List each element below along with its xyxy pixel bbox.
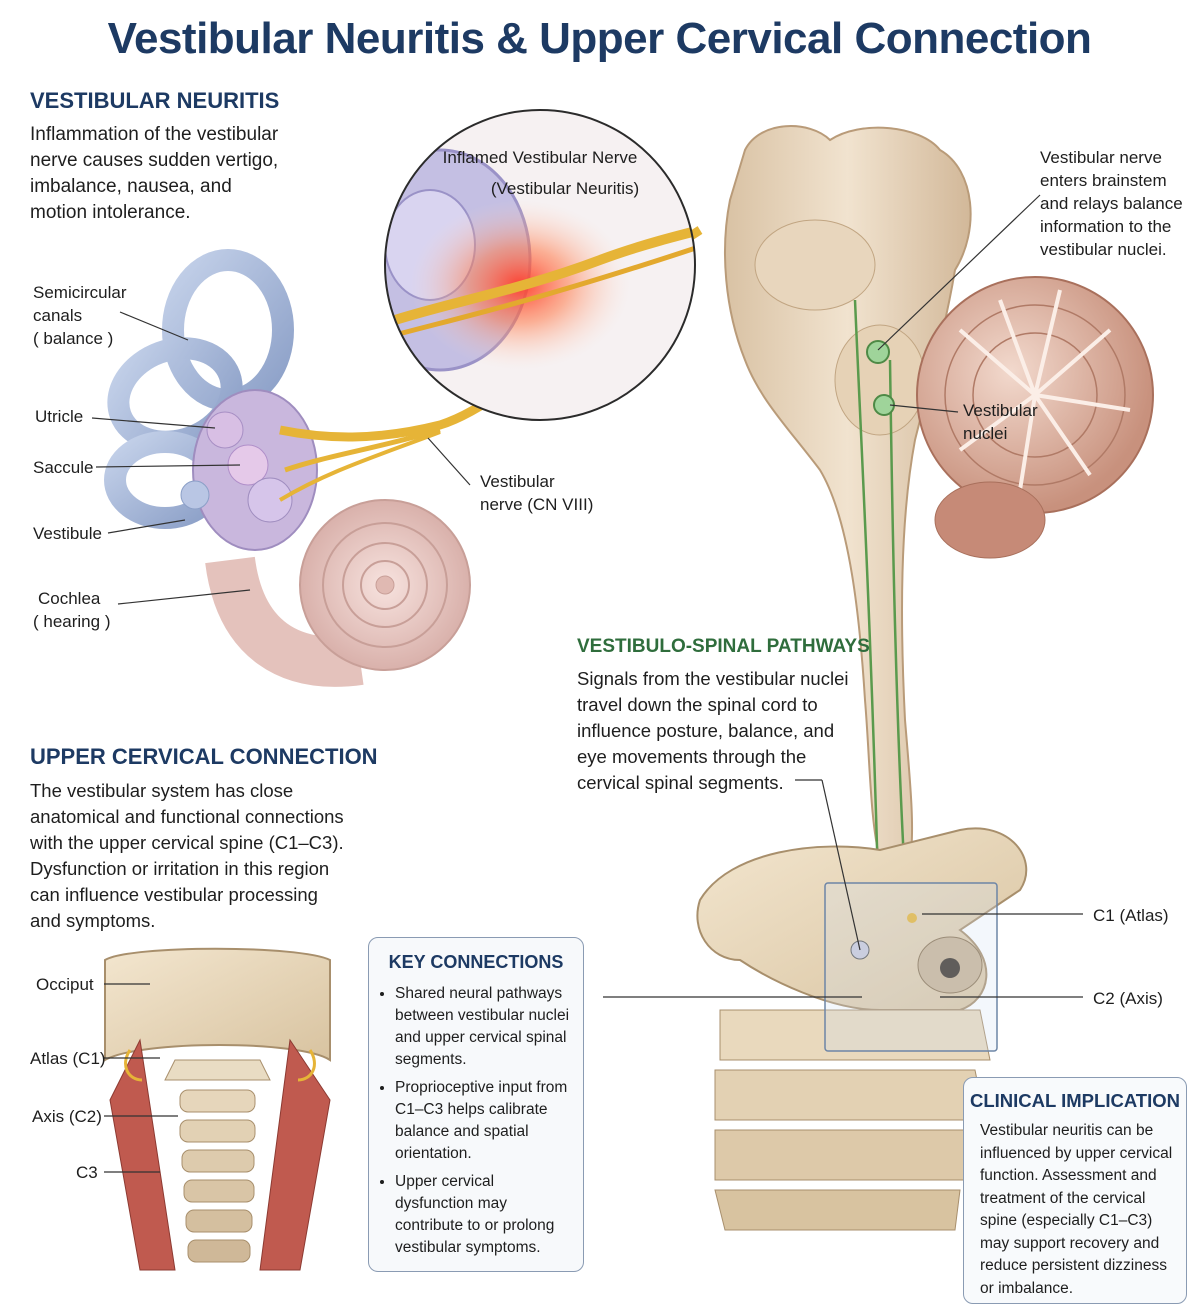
page-title: Vestibular Neuritis & Upper Cervical Con… [107, 14, 1092, 63]
clinical-text: Vestibular neuritis can be influenced by… [980, 1122, 1173, 1297]
label-saccule: Saccule [33, 458, 94, 477]
neuritis-text: Inflammation of the vestibular nerve cau… [30, 124, 279, 223]
label-c2-axis: C2 (Axis) [1093, 989, 1163, 1008]
list-item: Shared neural pathways between vestibula… [395, 983, 573, 1071]
label-utricle: Utricle [35, 407, 84, 426]
inner-ear [104, 226, 703, 687]
clinical-implication-box: CLINICAL IMPLICATION Vestibular neuritis… [963, 1077, 1187, 1304]
list-item: Upper cervical dysfunction may contribut… [395, 1171, 573, 1259]
vestibular-nucleus-upper [866, 340, 890, 364]
neck-illustration [104, 947, 331, 1271]
label-occiput: Occiput [36, 975, 94, 994]
key-connections-heading: KEY CONNECTIONS [388, 952, 564, 972]
inset-label-line1: Inflamed Vestibular Nerve [442, 148, 638, 167]
key-connections-list: Shared neural pathways between vestibula… [369, 983, 583, 1259]
label-vestibular-nerve: Vestibular nerve (CN VIII) [480, 472, 594, 514]
cervical-heading: UPPER CERVICAL CONNECTION [30, 744, 378, 769]
label-c3: C3 [76, 1163, 98, 1182]
leader-lines [91, 194, 1083, 1173]
c1-c2-highlight-box [824, 882, 998, 1052]
brainstem-note: Vestibular nerve enters brainstem and re… [1040, 148, 1183, 259]
label-cochlea: Cochlea ( hearing ) [33, 589, 111, 631]
label-c1-atlas: C1 (Atlas) [1093, 906, 1169, 925]
label-semicircular-canals: Semicircular canals ( balance ) [33, 283, 127, 348]
neuritis-heading: VESTIBULAR NEURITIS [30, 88, 280, 113]
key-connections-box: KEY CONNECTIONS Shared neural pathways b… [368, 937, 584, 1272]
cerebellum [916, 276, 1154, 559]
clinical-heading: CLINICAL IMPLICATION [970, 1090, 1180, 1111]
pathways-text: Signals from the vestibular nuclei trave… [577, 668, 849, 793]
inset-label-line2: (Vestibular Neuritis) [490, 179, 640, 198]
brainstem [724, 125, 1154, 881]
label-atlas-c1: Atlas (C1) [30, 1049, 106, 1068]
cervical-vertebrae [696, 827, 1028, 1231]
inflamed-nerve-inset [384, 109, 696, 421]
cervical-text: The vestibular system has close anatomic… [30, 780, 344, 931]
label-axis-c2: Axis (C2) [32, 1107, 102, 1126]
pathways-heading: VESTIBULO-SPINAL PATHWAYS [577, 636, 870, 657]
label-vestibular-nuclei: Vestibular nuclei [963, 401, 1038, 443]
list-item: Proprioceptive input from C1–C3 helps ca… [395, 1077, 573, 1165]
label-vestibule: Vestibule [33, 524, 102, 543]
